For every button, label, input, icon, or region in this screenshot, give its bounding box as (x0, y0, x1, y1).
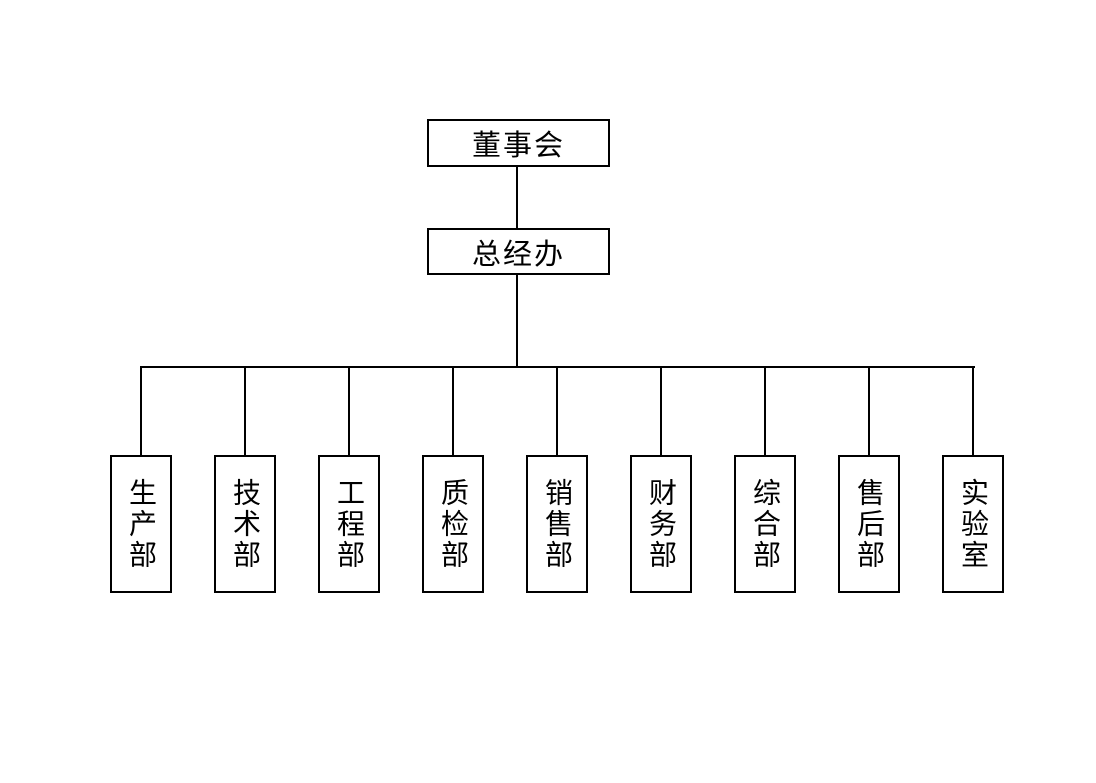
dept-node-engineering: 工程部 (318, 455, 380, 593)
dept-node-technology: 技术部 (214, 455, 276, 593)
dept-label-quality: 质检部 (437, 477, 470, 571)
dept-label-laboratory: 实验室 (957, 477, 990, 571)
dept-label-engineering: 工程部 (333, 477, 366, 571)
dept-label-technology: 技术部 (229, 477, 262, 571)
connector-drop-after-sales (868, 366, 870, 456)
dept-node-finance: 财务部 (630, 455, 692, 593)
dept-node-production: 生产部 (110, 455, 172, 593)
board-of-directors-label: 董事会 (471, 128, 565, 162)
dept-label-general-affairs: 综合部 (749, 477, 782, 571)
dept-label-sales: 销售部 (541, 477, 574, 571)
dept-label-after-sales: 售后部 (853, 477, 886, 571)
general-manager-office-node: 总经办 (427, 228, 610, 275)
connector-drop-sales (556, 366, 558, 456)
connector-drop-technology (244, 366, 246, 456)
dept-node-sales: 销售部 (526, 455, 588, 593)
connector-drop-finance (660, 366, 662, 456)
dept-node-after-sales: 售后部 (838, 455, 900, 593)
connector-drop-general-affairs (764, 366, 766, 456)
connector-office-to-bus (516, 274, 518, 368)
general-manager-office-label: 总经办 (471, 236, 565, 271)
board-of-directors-node: 董事会 (427, 119, 610, 167)
dept-label-finance: 财务部 (645, 477, 678, 571)
dept-node-general-affairs: 综合部 (734, 455, 796, 593)
connector-drop-laboratory (972, 366, 974, 456)
connector-drop-production (140, 366, 142, 456)
connector-board-to-office (516, 166, 518, 229)
connector-drop-engineering (348, 366, 350, 456)
dept-label-production: 生产部 (125, 477, 158, 571)
dept-node-quality: 质检部 (422, 455, 484, 593)
connector-drop-quality (452, 366, 454, 456)
connector-bus-line (141, 366, 975, 368)
dept-node-laboratory: 实验室 (942, 455, 1004, 593)
